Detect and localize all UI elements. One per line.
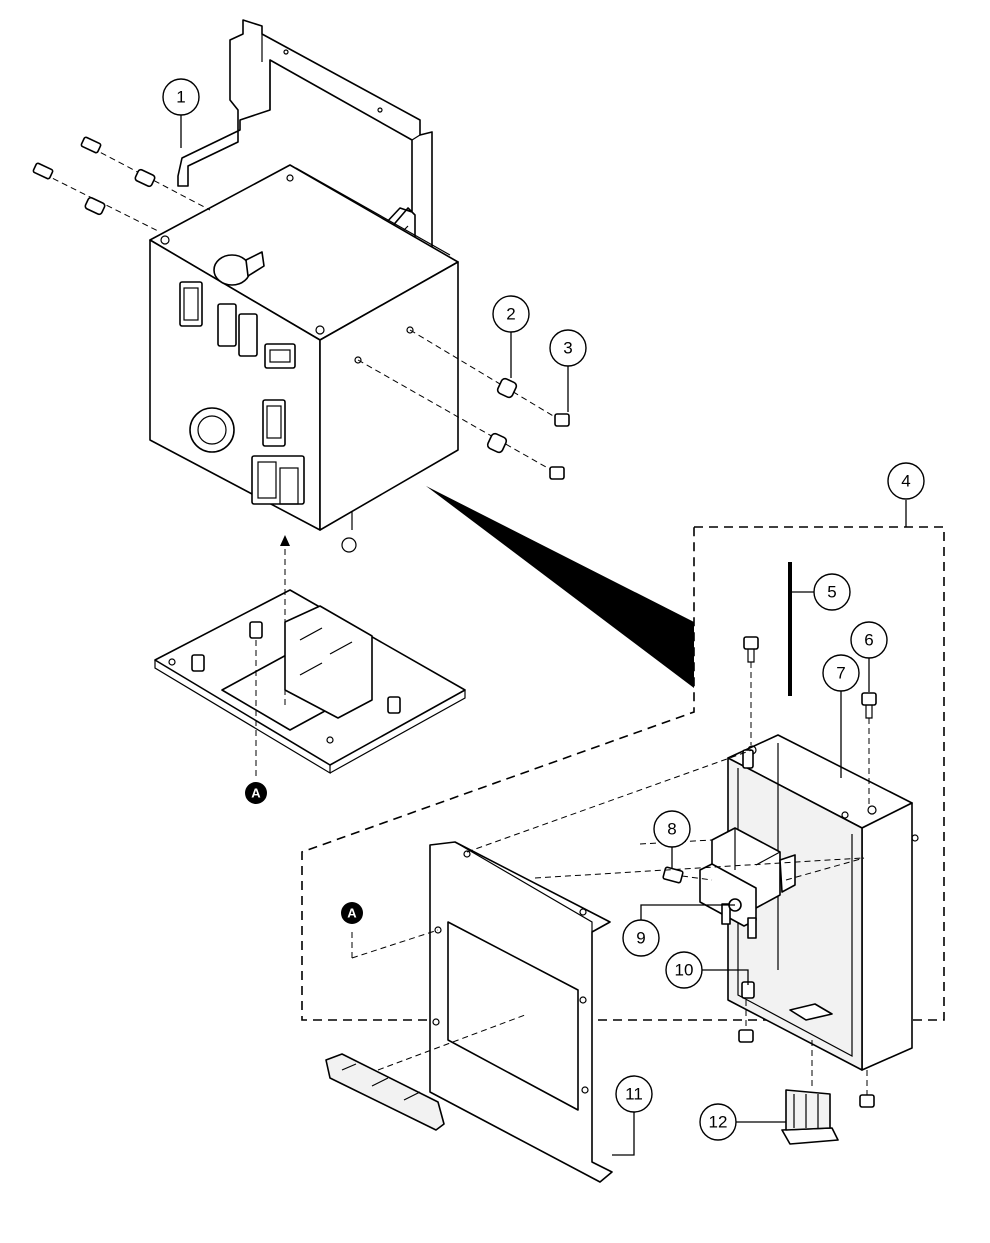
svg-text:2: 2: [506, 305, 515, 324]
reference-marker-a-lower: A: [341, 902, 363, 924]
svg-text:3: 3: [563, 339, 572, 358]
callout-10: 10: [665, 951, 703, 989]
callout-8: 8: [653, 810, 691, 868]
enclosure-screws: [738, 636, 877, 1108]
detail-zoom-wedge: [426, 486, 694, 688]
svg-text:1: 1: [176, 88, 185, 107]
svg-text:5: 5: [827, 583, 836, 602]
callout-9: 9: [622, 904, 660, 957]
callout-3: 3: [549, 329, 587, 412]
svg-text:A: A: [347, 906, 357, 921]
svg-text:9: 9: [636, 929, 645, 948]
leader-10: [702, 969, 749, 985]
mounting-bracket: [177, 19, 433, 271]
outer-enclosure: [727, 734, 919, 1071]
switch-module: [325, 1014, 526, 1131]
callout-2: 2: [492, 295, 530, 378]
svg-text:7: 7: [836, 664, 845, 683]
svg-text:11: 11: [625, 1085, 643, 1104]
callout-4: 4: [887, 462, 925, 500]
reference-marker-a-upper: A: [245, 782, 267, 804]
callout-12: 12: [699, 1103, 737, 1141]
control-box: [149, 164, 459, 553]
svg-text:12: 12: [709, 1113, 728, 1132]
detail-group-boundary: [301, 526, 945, 1021]
svg-text:8: 8: [667, 820, 676, 839]
callout-6: 6: [850, 621, 888, 692]
callout-11: 11: [615, 1075, 653, 1113]
callout-7: 7: [822, 654, 860, 778]
base-plate: [154, 535, 466, 780]
relay-screw: [639, 839, 713, 884]
right-spacers-and-screws: [357, 329, 570, 480]
callout-5: 5: [813, 573, 851, 611]
left-screws: [32, 136, 211, 233]
gasket-strip: [788, 562, 814, 696]
cover-plate: [351, 749, 863, 1183]
svg-text:10: 10: [675, 961, 694, 980]
svg-text:4: 4: [901, 472, 910, 491]
svg-text:6: 6: [864, 631, 873, 650]
svg-text:A: A: [251, 786, 261, 801]
rocker-switch: [736, 1040, 839, 1145]
callout-1: 1: [162, 78, 200, 148]
relay: [660, 827, 865, 939]
